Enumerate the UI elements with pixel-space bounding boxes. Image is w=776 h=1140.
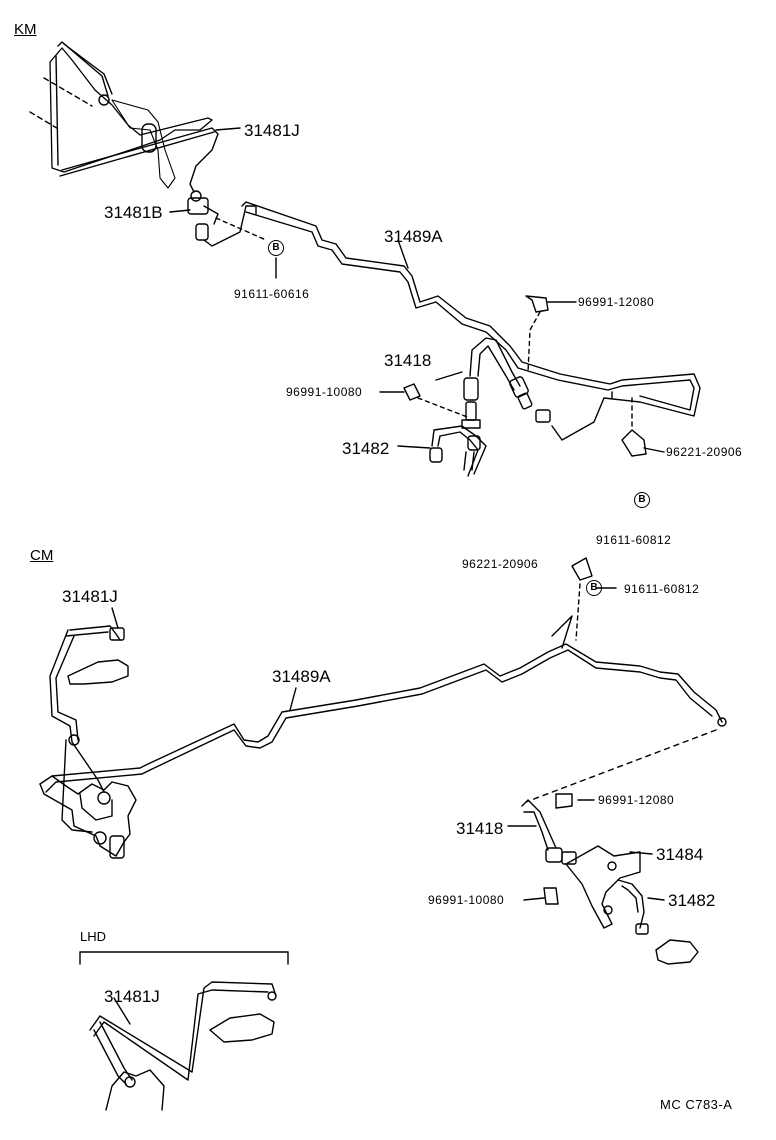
part-label-31481j-km: 31481J bbox=[244, 121, 300, 140]
part-label-91611-60812-km: 91611-60812 bbox=[596, 533, 672, 547]
part-label-91611-60812-cm: 91611-60812 bbox=[624, 582, 700, 596]
pipe-31481j-lhd bbox=[89, 981, 277, 1111]
part-label-31484-cm: 31484 bbox=[656, 845, 704, 864]
master-cylinder-km bbox=[29, 47, 213, 189]
bracket-96221-20906-km bbox=[621, 397, 647, 457]
bracket-96221-20906-cm bbox=[571, 557, 593, 641]
clip-96991-10080-km bbox=[403, 383, 471, 419]
part-label-31481b-km: 31481B bbox=[104, 203, 163, 222]
pipe-31482-cm bbox=[617, 879, 699, 965]
part-label-31418-cm: 31418 bbox=[456, 819, 504, 838]
part-label-31489a-cm: 31489A bbox=[272, 667, 331, 686]
part-label-31481j-lhd: 31481J bbox=[104, 987, 160, 1006]
main-pipe-31489a-km bbox=[241, 201, 701, 441]
part-label-31482-cm: 31482 bbox=[668, 891, 716, 910]
part-label-96221-20906-cm: 96221-20906 bbox=[462, 557, 539, 571]
part-label-31481j-cm: 31481J bbox=[62, 587, 118, 606]
bolt-marker-b-cm: B bbox=[586, 580, 602, 596]
lhd-bracket bbox=[79, 951, 289, 965]
bolt-marker-b-km-left: B bbox=[268, 240, 284, 256]
clip-96991-10080-cm bbox=[543, 887, 559, 905]
part-label-96991-10080-cm: 96991-10080 bbox=[428, 893, 505, 907]
part-label-31418-km: 31418 bbox=[384, 351, 432, 370]
section-label-cm: CM bbox=[30, 547, 54, 564]
part-label-91611-60616: 91611-60616 bbox=[234, 287, 310, 301]
pipe-31482-km bbox=[429, 425, 487, 477]
section-label-km: KM bbox=[14, 21, 37, 38]
union-31481b bbox=[187, 197, 257, 247]
part-label-96991-12080-cm: 96991-12080 bbox=[598, 793, 675, 807]
part-label-96991-10080-km: 96991-10080 bbox=[286, 385, 363, 399]
pipe-31481j-cm bbox=[49, 625, 129, 833]
part-label-96221-20906-km: 96221-20906 bbox=[666, 445, 743, 459]
bracket-31484-cm bbox=[565, 845, 641, 929]
part-label-96991-12080-km: 96991-12080 bbox=[578, 295, 655, 309]
flex-hose-31418-cm bbox=[521, 799, 577, 865]
pipe-31481j-km bbox=[57, 41, 219, 202]
clip-96991-12080-km bbox=[525, 295, 549, 373]
part-label-31489a-km: 31489A bbox=[384, 227, 443, 246]
diagram-code: MC C783-A bbox=[660, 1097, 733, 1112]
main-pipe-31489a-cm bbox=[39, 615, 727, 803]
section-label-lhd: LHD bbox=[80, 929, 107, 944]
master-cylinder-cm bbox=[39, 775, 137, 859]
flex-hose-31418-km bbox=[461, 337, 533, 429]
bolt-marker-b-km-right: B bbox=[634, 492, 650, 508]
clip-96991-12080-cm bbox=[555, 793, 573, 809]
part-label-31482-km: 31482 bbox=[342, 439, 390, 458]
